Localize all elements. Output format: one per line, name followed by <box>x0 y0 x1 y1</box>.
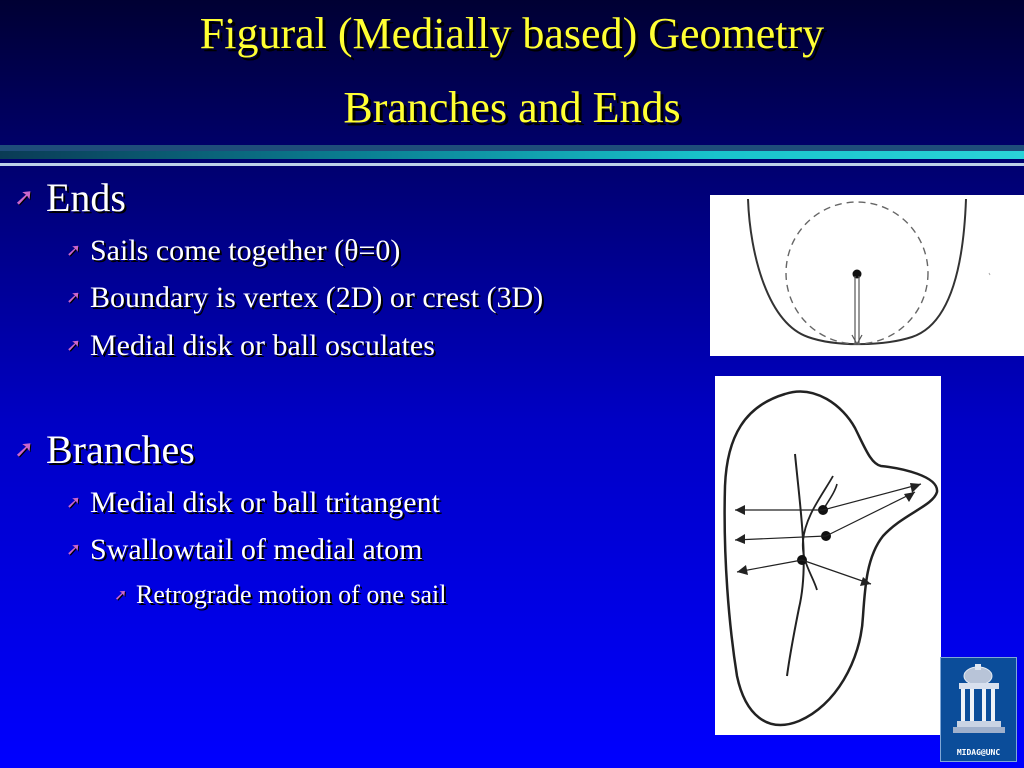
bullet-ends: ➚ Ends <box>14 174 126 221</box>
bullet-retrograde: ➚ Retrograde motion of one sail <box>114 580 446 610</box>
sail-arrowheads <box>735 483 921 586</box>
midag-unc-logo: MIDAG@UNC <box>940 657 1017 762</box>
arrow-up-right-icon: ➚ <box>66 240 82 260</box>
medial-point <box>852 269 862 279</box>
bullet-medial-osculates-text: Medial disk or ball osculates <box>90 329 435 362</box>
arrow-up-right-icon: ➚ <box>66 335 82 355</box>
ends-osculating-disk-figure <box>710 195 1024 356</box>
sail-vectors <box>734 483 922 585</box>
sail-arrowhead <box>851 334 863 346</box>
bullet-retrograde-text: Retrograde motion of one sail <box>136 580 447 609</box>
shape-boundary <box>723 390 939 727</box>
bullet-swallowtail: ➚ Swallowtail of medial atom <box>66 533 422 567</box>
slide-title: Figural (Medially based) Geometry <box>199 9 825 58</box>
logo-caption: MIDAG@UNC <box>956 748 1001 757</box>
title-divider-light <box>0 163 1024 166</box>
branches-swallowtail-figure <box>715 376 941 735</box>
bullet-sails-together: ➚ Sails come together (θ=0) <box>66 234 400 268</box>
bullet-medial-tritangent: ➚ Medial disk or ball tritangent <box>66 486 440 520</box>
bullet-ends-text: Ends <box>46 175 126 220</box>
arrow-up-right-icon: ➚ <box>114 587 128 604</box>
arrow-up-right-icon: ➚ <box>66 492 82 512</box>
bullet-branches-text: Branches <box>46 427 195 472</box>
medial-axis-main <box>786 453 805 677</box>
scan-speck <box>988 272 991 276</box>
title-divider-dark <box>0 145 1024 151</box>
arrow-up-right-icon: ➚ <box>14 185 35 211</box>
slide-subtitle: Branches and Ends <box>343 83 681 132</box>
arrow-up-right-icon: ➚ <box>14 437 35 463</box>
old-well-icon <box>953 664 1005 733</box>
arrow-up-right-icon: ➚ <box>66 287 82 307</box>
bullet-medial-tritangent-text: Medial disk or ball tritangent <box>90 486 440 519</box>
branches-figure-drawing <box>723 390 939 727</box>
arrow-up-right-icon: ➚ <box>66 539 82 559</box>
bullet-branches: ➚ Branches <box>14 426 195 473</box>
ends-boundary-curve <box>747 198 967 346</box>
bullet-medial-osculates: ➚ Medial disk or ball osculates <box>66 329 435 363</box>
bullet-sails-together-text: Sails come together (θ=0) <box>90 234 401 267</box>
medial-axis-swallowtail <box>801 475 834 591</box>
bullet-boundary-vertex-text: Boundary is vertex (2D) or crest (3D) <box>90 281 544 314</box>
ends-figure-drawing <box>747 198 991 346</box>
bullet-swallowtail-text: Swallowtail of medial atom <box>90 533 423 566</box>
bullet-boundary-vertex: ➚ Boundary is vertex (2D) or crest (3D) <box>66 281 543 315</box>
title-divider-teal <box>0 151 1024 159</box>
